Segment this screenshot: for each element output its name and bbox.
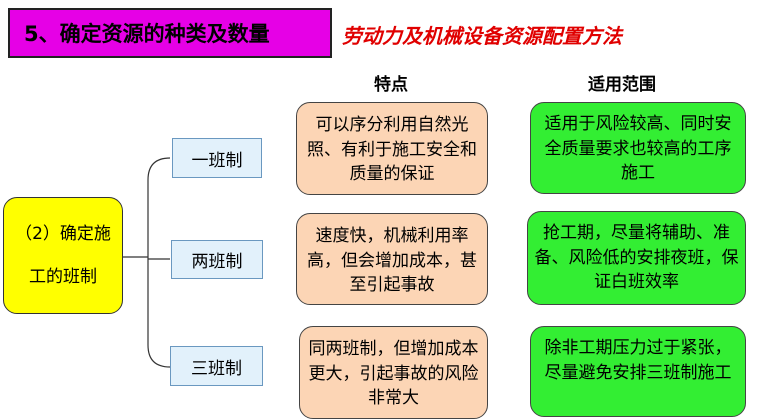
shift-two-label: 两班制 <box>191 252 243 272</box>
shift-three-scope-box: 除非工期压力过于紧张，尽量避免安排三班制施工 <box>530 326 746 417</box>
shift-three-scope-text: 除非工期压力过于紧张，尽量避免安排三班制施工 <box>544 338 732 383</box>
shift-two-feature-box: 速度快，机械利用率高，但会增加成本，甚至引起事故 <box>296 213 488 305</box>
root-label-line2: 工的班制 <box>29 266 97 287</box>
scope-column-header: 适用范围 <box>588 75 656 95</box>
shift-system-root-box: （2）确定施 工的班制 <box>3 197 123 314</box>
features-column-header: 特点 <box>374 75 408 95</box>
shift-two-feature-text: 速度快，机械利用率高，但会增加成本，甚至引起事故 <box>307 226 477 296</box>
section-title: 5、确定资源的种类及数量 <box>24 22 270 46</box>
root-label-line1: （2）确定施 <box>15 224 111 245</box>
section-title-box: 5、确定资源的种类及数量 <box>8 8 332 58</box>
shift-two-scope-text: 抢工期，尽量将辅助、准备、风险低的安排夜班，保证白班效率 <box>534 223 739 293</box>
shift-three-label: 三班制 <box>191 358 242 379</box>
shift-three-box: 三班制 <box>170 346 263 386</box>
shift-one-feature-box: 可以序分利用自然光照、有利于施工安全和质量的保证 <box>296 102 488 195</box>
shift-one-label: 一班制 <box>191 150 243 171</box>
shift-one-scope-text: 适用于风险较高、同时安全质量要求也较高的工序施工 <box>544 114 732 184</box>
shift-two-box: 两班制 <box>171 240 263 279</box>
shift-one-box: 一班制 <box>172 138 262 178</box>
shift-three-feature-box: 同两班制，但增加成本更大，引起事故的风险非常大 <box>299 326 488 419</box>
shift-one-feature-text: 可以序分利用自然光照、有利于施工安全和质量的保证 <box>307 115 477 185</box>
shift-three-feature-text: 同两班制，但增加成本更大，引起事故的风险非常大 <box>308 339 479 409</box>
shift-one-scope-box: 适用于风险较高、同时安全质量要求也较高的工序施工 <box>530 102 746 194</box>
shift-two-scope-box: 抢工期，尽量将辅助、准备、风险低的安排夜班，保证白班效率 <box>527 211 746 305</box>
section-subtitle: 劳动力及机械设备资源配置方法 <box>342 24 622 48</box>
